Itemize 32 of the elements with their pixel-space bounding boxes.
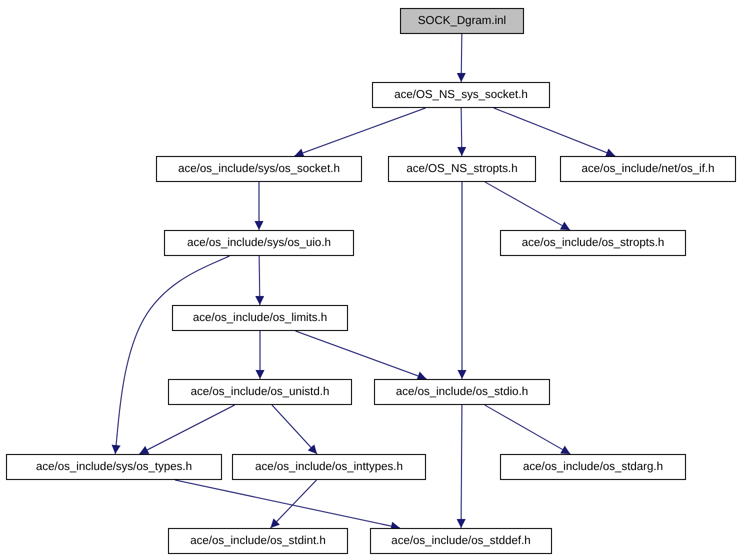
arrow xyxy=(456,404,466,528)
arrow xyxy=(484,404,571,454)
file-box: ace/os_include/sys/os_socket.h xyxy=(156,156,362,182)
arrow xyxy=(255,256,264,306)
arrow xyxy=(493,108,616,157)
file-box: ace/os_include/net/os_if.h xyxy=(560,156,736,182)
file-box: ace/os_include/os_stdarg.h xyxy=(500,454,686,480)
arrow xyxy=(270,480,318,528)
file-box: ace/os_include/os_stdint.h xyxy=(168,528,348,554)
file-box: ace/os_include/os_stdio.h xyxy=(374,379,550,405)
file-box: ace/os_include/os_stddef.h xyxy=(370,528,552,554)
arrow xyxy=(256,330,264,380)
arrow xyxy=(271,404,318,454)
arrow xyxy=(294,330,428,380)
arrow xyxy=(174,480,401,531)
file-box: ace/OS_NS_sys_socket.h xyxy=(372,82,550,108)
arrow xyxy=(112,256,230,454)
arrow xyxy=(138,404,236,454)
file-box: ace/os_include/os_stropts.h xyxy=(500,230,686,256)
file-box: ace/OS_NS_stropts.h xyxy=(388,156,536,182)
file-box: ace/os_include/sys/os_types.h xyxy=(6,454,222,480)
arrow xyxy=(484,182,570,230)
arrow xyxy=(294,108,426,158)
file-box: ace/os_include/sys/os_uio.h xyxy=(164,230,354,256)
arrow xyxy=(456,34,466,82)
arrow xyxy=(457,108,466,156)
arrow xyxy=(458,182,466,380)
file-box: ace/os_include/os_limits.h xyxy=(172,305,348,331)
file-box: ace/os_include/os_inttypes.h xyxy=(232,454,426,480)
arrow xyxy=(254,182,264,230)
file-box: SOCK_Dgram.inl xyxy=(400,8,524,34)
file-box: ace/os_include/os_unistd.h xyxy=(168,379,352,405)
